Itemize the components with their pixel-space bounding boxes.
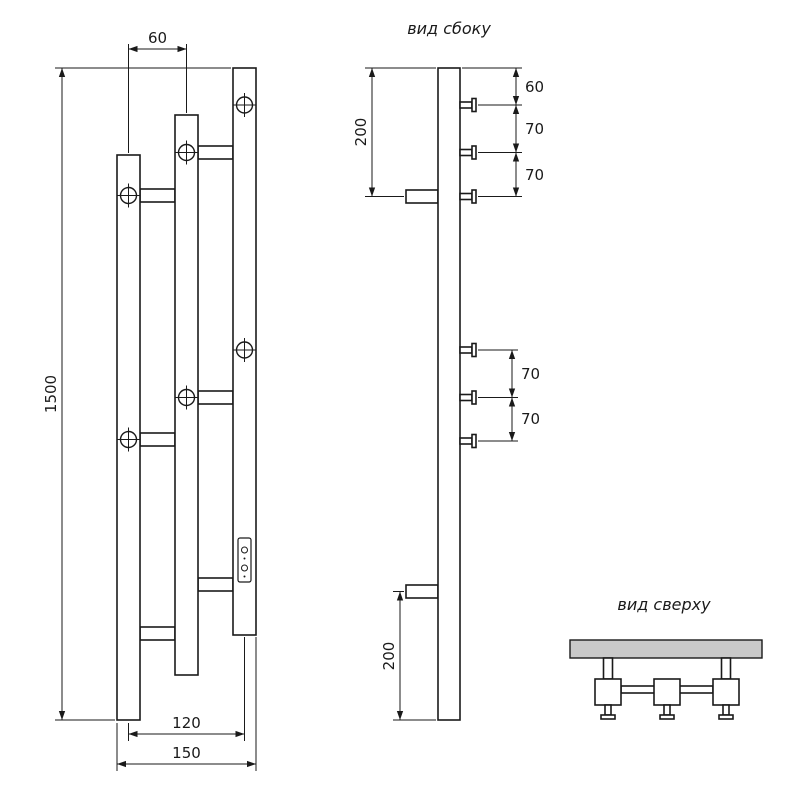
crossbar	[197, 390, 234, 405]
dim-side-top-offset: 200	[352, 67, 436, 197]
side-profile-bar	[437, 67, 461, 721]
control-button	[241, 546, 248, 554]
dim-height: 1500	[42, 67, 231, 721]
crossbar	[139, 432, 176, 447]
pin	[459, 189, 477, 204]
dim-label-60-side: 60	[525, 78, 544, 96]
dim-label-200-bottom: 200	[380, 642, 398, 671]
bracket-section	[602, 657, 614, 680]
dim-label-200-top: 200	[352, 118, 370, 147]
mount-circle	[174, 385, 199, 410]
pin-top	[659, 704, 675, 720]
pin	[459, 145, 477, 160]
mount-circle	[116, 427, 141, 452]
mount-circle	[116, 183, 141, 208]
mounting-circles	[116, 93, 257, 452]
mount-circle	[232, 93, 257, 117]
dim-side-mid-group: 70 70	[478, 349, 540, 442]
side-view: вид сбоку	[352, 19, 544, 721]
dim-label-70: 70	[525, 166, 544, 184]
wall-bracket	[405, 189, 439, 204]
dim-label-120: 120	[172, 714, 201, 732]
wall-bracket	[405, 584, 439, 599]
dim-top-width: 60	[128, 29, 187, 153]
top-view: вид сверху	[569, 595, 763, 720]
pin-top	[718, 704, 734, 720]
bracket-section	[720, 657, 732, 680]
front-view: 60 1500 120 150	[42, 29, 257, 771]
dim-label-1500: 1500	[42, 375, 60, 413]
dim-bottom-centers: 120	[128, 637, 245, 741]
pin	[459, 342, 477, 358]
crossbar	[139, 188, 176, 203]
control-button	[241, 564, 248, 572]
indicator-dot	[243, 575, 246, 578]
mount-circle	[232, 338, 257, 362]
dim-side-bottom-offset: 200	[380, 591, 436, 721]
side-view-title: вид сбоку	[407, 19, 491, 38]
dim-label-60: 60	[148, 29, 167, 47]
pin-top	[600, 704, 616, 720]
dim-label-70: 70	[521, 365, 540, 383]
mount-circle	[174, 140, 199, 165]
dim-label-150: 150	[172, 744, 201, 762]
dim-label-70: 70	[525, 120, 544, 138]
pin	[459, 390, 477, 405]
pin	[459, 433, 477, 449]
top-pins	[600, 704, 734, 720]
bar-section	[653, 678, 681, 706]
side-pins	[459, 97, 477, 449]
crossbar	[197, 145, 234, 160]
top-view-title: вид сверху	[617, 595, 711, 614]
dim-label-70: 70	[521, 410, 540, 428]
bar-section	[712, 678, 740, 706]
crossbar	[139, 626, 176, 641]
pin	[459, 97, 477, 113]
bar-section	[594, 678, 622, 706]
wall-plate	[569, 639, 763, 659]
dim-bottom-overall: 150	[116, 637, 257, 771]
indicator-dot	[243, 557, 246, 560]
control-panel	[237, 537, 252, 583]
dim-side-top-group: 60 70 70	[462, 67, 544, 197]
crossbar	[197, 577, 234, 592]
